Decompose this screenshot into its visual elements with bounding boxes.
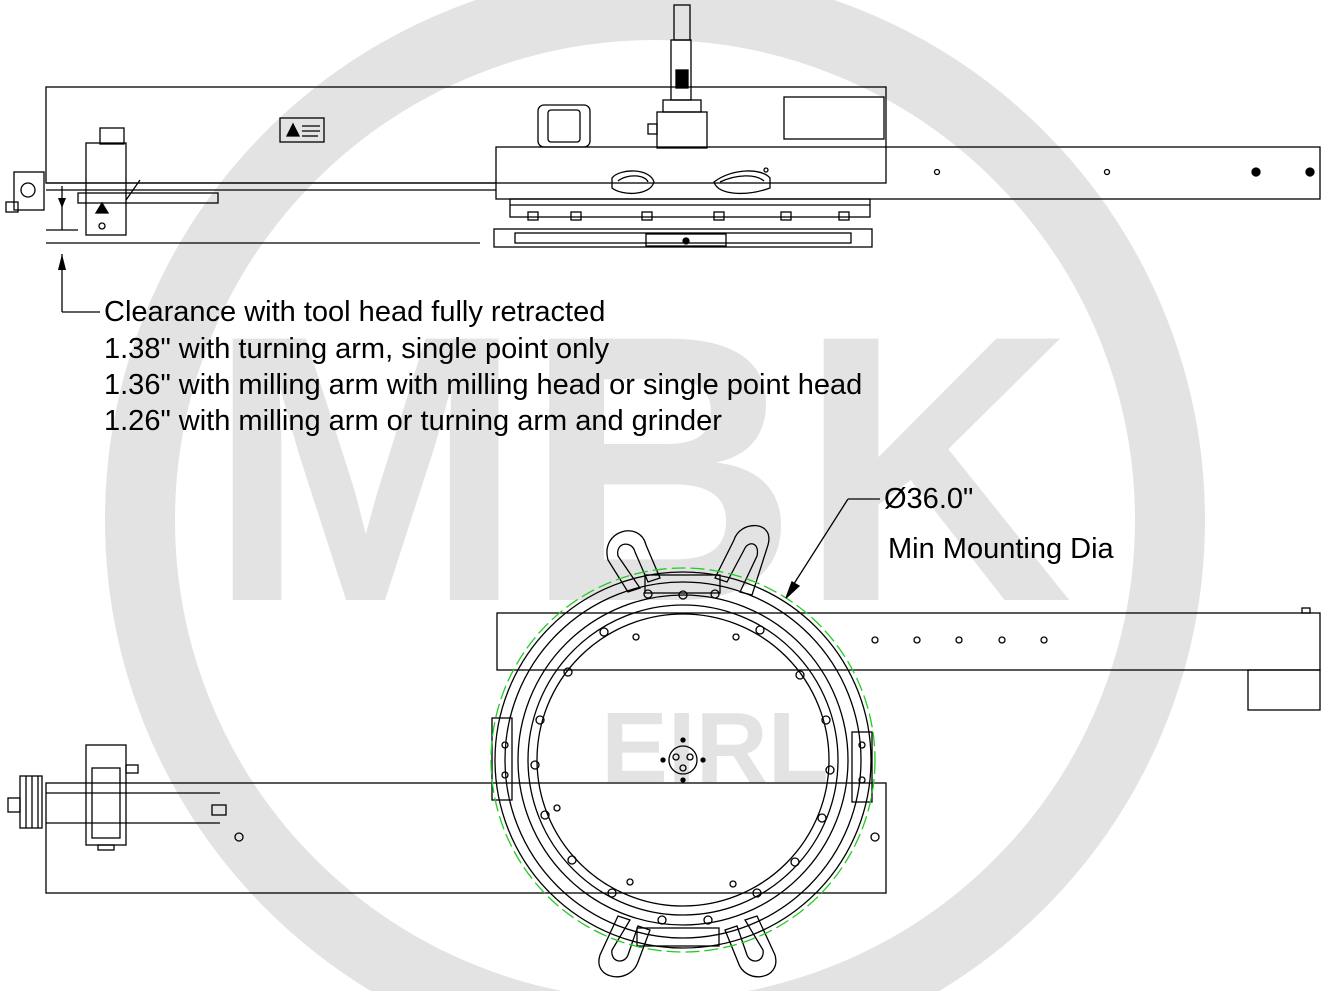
diameter-value: Ø36.0"	[884, 483, 974, 515]
clearance-note-line-2: 1.36" with milling arm with milling head…	[104, 369, 863, 401]
diameter-leader	[785, 498, 880, 599]
watermark-ring	[105, 0, 1205, 991]
diameter-label: Min Mounting Dia	[888, 533, 1114, 565]
side-main-plate	[495, 146, 1321, 200]
plan-view	[7, 498, 1321, 978]
clearance-note-heading: Clearance with tool head fully retracted	[104, 296, 606, 328]
min-mounting-circle	[490, 567, 876, 953]
plan-tool-head	[7, 744, 139, 851]
watermark: MBK EIRL	[105, 0, 1205, 991]
plan-left-rail	[45, 782, 887, 894]
watermark-big-text: MBK	[207, 256, 1072, 681]
plan-right-beam	[496, 612, 1321, 671]
ring-outer	[494, 571, 872, 949]
side-tool-head	[5, 127, 219, 236]
warning-label-icon	[279, 117, 325, 143]
clearance-note-line-3: 1.26" with milling arm or turning arm an…	[104, 405, 722, 437]
side-rail-body	[45, 86, 887, 184]
clearance-dimension	[46, 186, 480, 313]
clearance-note-line-1: 1.38" with turning arm, single point onl…	[104, 333, 610, 365]
side-view	[5, 4, 1321, 313]
watermark-small-text: EIRL	[601, 692, 829, 804]
ring-bolt-holes	[501, 589, 866, 925]
